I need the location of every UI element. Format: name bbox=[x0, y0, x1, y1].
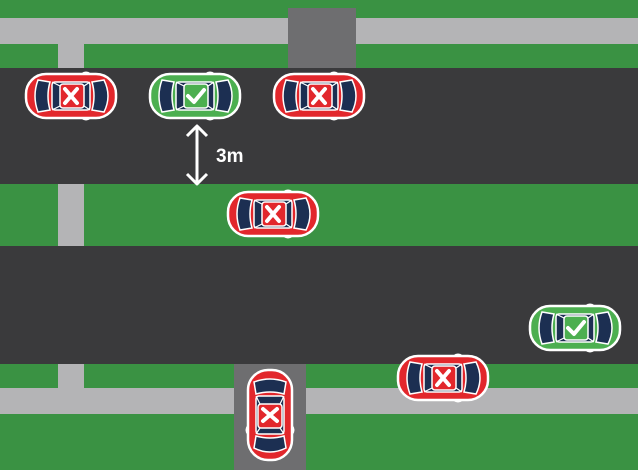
median-footpath bbox=[58, 184, 84, 246]
bottom-footpath bbox=[0, 388, 638, 414]
car-wrong bbox=[244, 366, 296, 464]
top-driveway bbox=[288, 8, 356, 68]
car-wrong bbox=[224, 188, 322, 240]
car-wrong bbox=[394, 352, 492, 404]
car-wrong bbox=[22, 70, 120, 122]
double-arrow-icon bbox=[182, 122, 212, 188]
car-correct bbox=[526, 302, 624, 354]
bottom-footpath-connector bbox=[58, 364, 84, 388]
car-wrong bbox=[270, 70, 368, 122]
top-footpath-connector bbox=[58, 44, 84, 68]
car-correct bbox=[146, 70, 244, 122]
gap-distance-label: 3m bbox=[216, 146, 243, 168]
bottom-grass-strip bbox=[0, 364, 638, 470]
